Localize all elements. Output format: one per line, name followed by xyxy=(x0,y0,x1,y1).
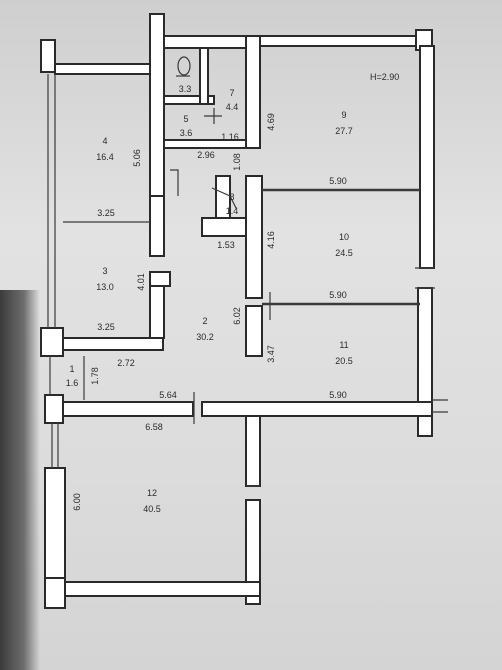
room-3-area: 13.0 xyxy=(96,282,114,292)
dim-4-01: 4.01 xyxy=(136,273,146,291)
dim-6-02: 6.02 xyxy=(232,307,242,325)
room-4-area: 16.4 xyxy=(96,152,114,162)
photo-shadow xyxy=(0,290,40,670)
room-11-number: 11 xyxy=(339,340,348,350)
dim-4-16: 4.16 xyxy=(266,231,276,249)
room-3-number: 3 xyxy=(102,266,107,276)
room-9-number: 9 xyxy=(341,110,346,120)
room-1-number: 1 xyxy=(69,364,74,374)
dim-6-58: 6.58 xyxy=(145,422,163,432)
dim-4-69: 4.69 xyxy=(266,113,276,131)
door-mark-right xyxy=(415,267,435,289)
room-12-area: 40.5 xyxy=(143,504,161,514)
wall-left-lower xyxy=(44,394,64,424)
room-2-area: 30.2 xyxy=(196,332,214,342)
height-label: H=2.90 xyxy=(370,72,399,82)
dimension-labels: 5.06 4.69 1.16 2.96 1.08 5.90 3.25 1.53 … xyxy=(72,113,347,511)
wall-col-d xyxy=(149,195,165,257)
wall-tick-right xyxy=(432,399,448,413)
wall-bottom xyxy=(64,581,261,597)
room-12-number: 12 xyxy=(147,488,157,498)
wall-top-right xyxy=(259,35,421,47)
wall-left-mid xyxy=(40,327,64,357)
wall-bath-1 xyxy=(163,95,215,105)
wall-closet-8 xyxy=(201,217,247,237)
dim-6-00: 6.00 xyxy=(72,493,82,511)
closet-8-door-icon xyxy=(211,187,237,209)
wall-row-12b xyxy=(201,401,433,417)
dim-3-25-a: 3.25 xyxy=(97,208,115,218)
room-4-number: 4 xyxy=(102,136,107,146)
wall-col-f xyxy=(149,285,165,339)
wall-col-b xyxy=(245,35,261,149)
wall-row-3 xyxy=(62,337,164,351)
dim-5-64: 5.64 xyxy=(159,390,177,400)
room-7-area: 4.4 xyxy=(226,102,239,112)
dim-1-78: 1.78 xyxy=(90,367,100,385)
room-5-number: 5 xyxy=(183,114,188,124)
room-2-number: 2 xyxy=(202,316,207,326)
dim-2-72: 2.72 xyxy=(117,358,135,368)
door-mark-5 xyxy=(204,108,222,124)
room-8-number: 8 xyxy=(229,192,234,202)
room-7-number: 7 xyxy=(229,88,234,98)
dim-5-06: 5.06 xyxy=(132,149,142,167)
wall-col-a xyxy=(149,13,165,211)
room-9-area: 27.7 xyxy=(335,126,353,136)
wall-top-left xyxy=(54,63,151,75)
dim-3-25-b: 3.25 xyxy=(97,322,115,332)
room-6-area: 3.3 xyxy=(179,84,192,94)
wall-left-top xyxy=(40,39,56,73)
door-mark-4 xyxy=(170,169,179,196)
room-11-area: 20.5 xyxy=(335,356,353,366)
toilet-icon xyxy=(177,56,191,76)
wall-col-h xyxy=(245,415,261,487)
room-10-number: 10 xyxy=(339,232,349,242)
room-5-area: 3.6 xyxy=(180,128,193,138)
wall-right-upper xyxy=(419,45,435,269)
dim-5-90-a: 5.90 xyxy=(329,176,347,186)
wall-col-g xyxy=(245,305,263,357)
room-10-area: 24.5 xyxy=(335,248,353,258)
wall-col-c xyxy=(245,175,263,299)
dim-5-90-b: 5.90 xyxy=(329,290,347,300)
dim-3-47: 3.47 xyxy=(266,345,276,363)
dim-2-96: 2.96 xyxy=(197,150,215,160)
dim-5-90-c: 5.90 xyxy=(329,390,347,400)
dim-1-53: 1.53 xyxy=(217,240,235,250)
wall-bath-2 xyxy=(199,47,209,105)
wall-col-e xyxy=(149,271,171,287)
dim-1-16: 1.16 xyxy=(221,132,239,142)
wall-col-i xyxy=(245,499,261,605)
wall-left-corner xyxy=(44,577,66,609)
wall-left-bottom xyxy=(44,467,66,579)
partitions xyxy=(47,56,448,487)
dim-1-08: 1.08 xyxy=(232,153,242,171)
room-8-area: 1.4 xyxy=(226,206,239,216)
room-labels: H=2.90 4 16.4 3.3 7 4.4 5 3.6 9 27.7 8 1… xyxy=(66,72,400,514)
room-1-area: 1.6 xyxy=(66,378,79,388)
wall-row-12a xyxy=(62,401,194,417)
wall-bath-3 xyxy=(163,139,247,149)
